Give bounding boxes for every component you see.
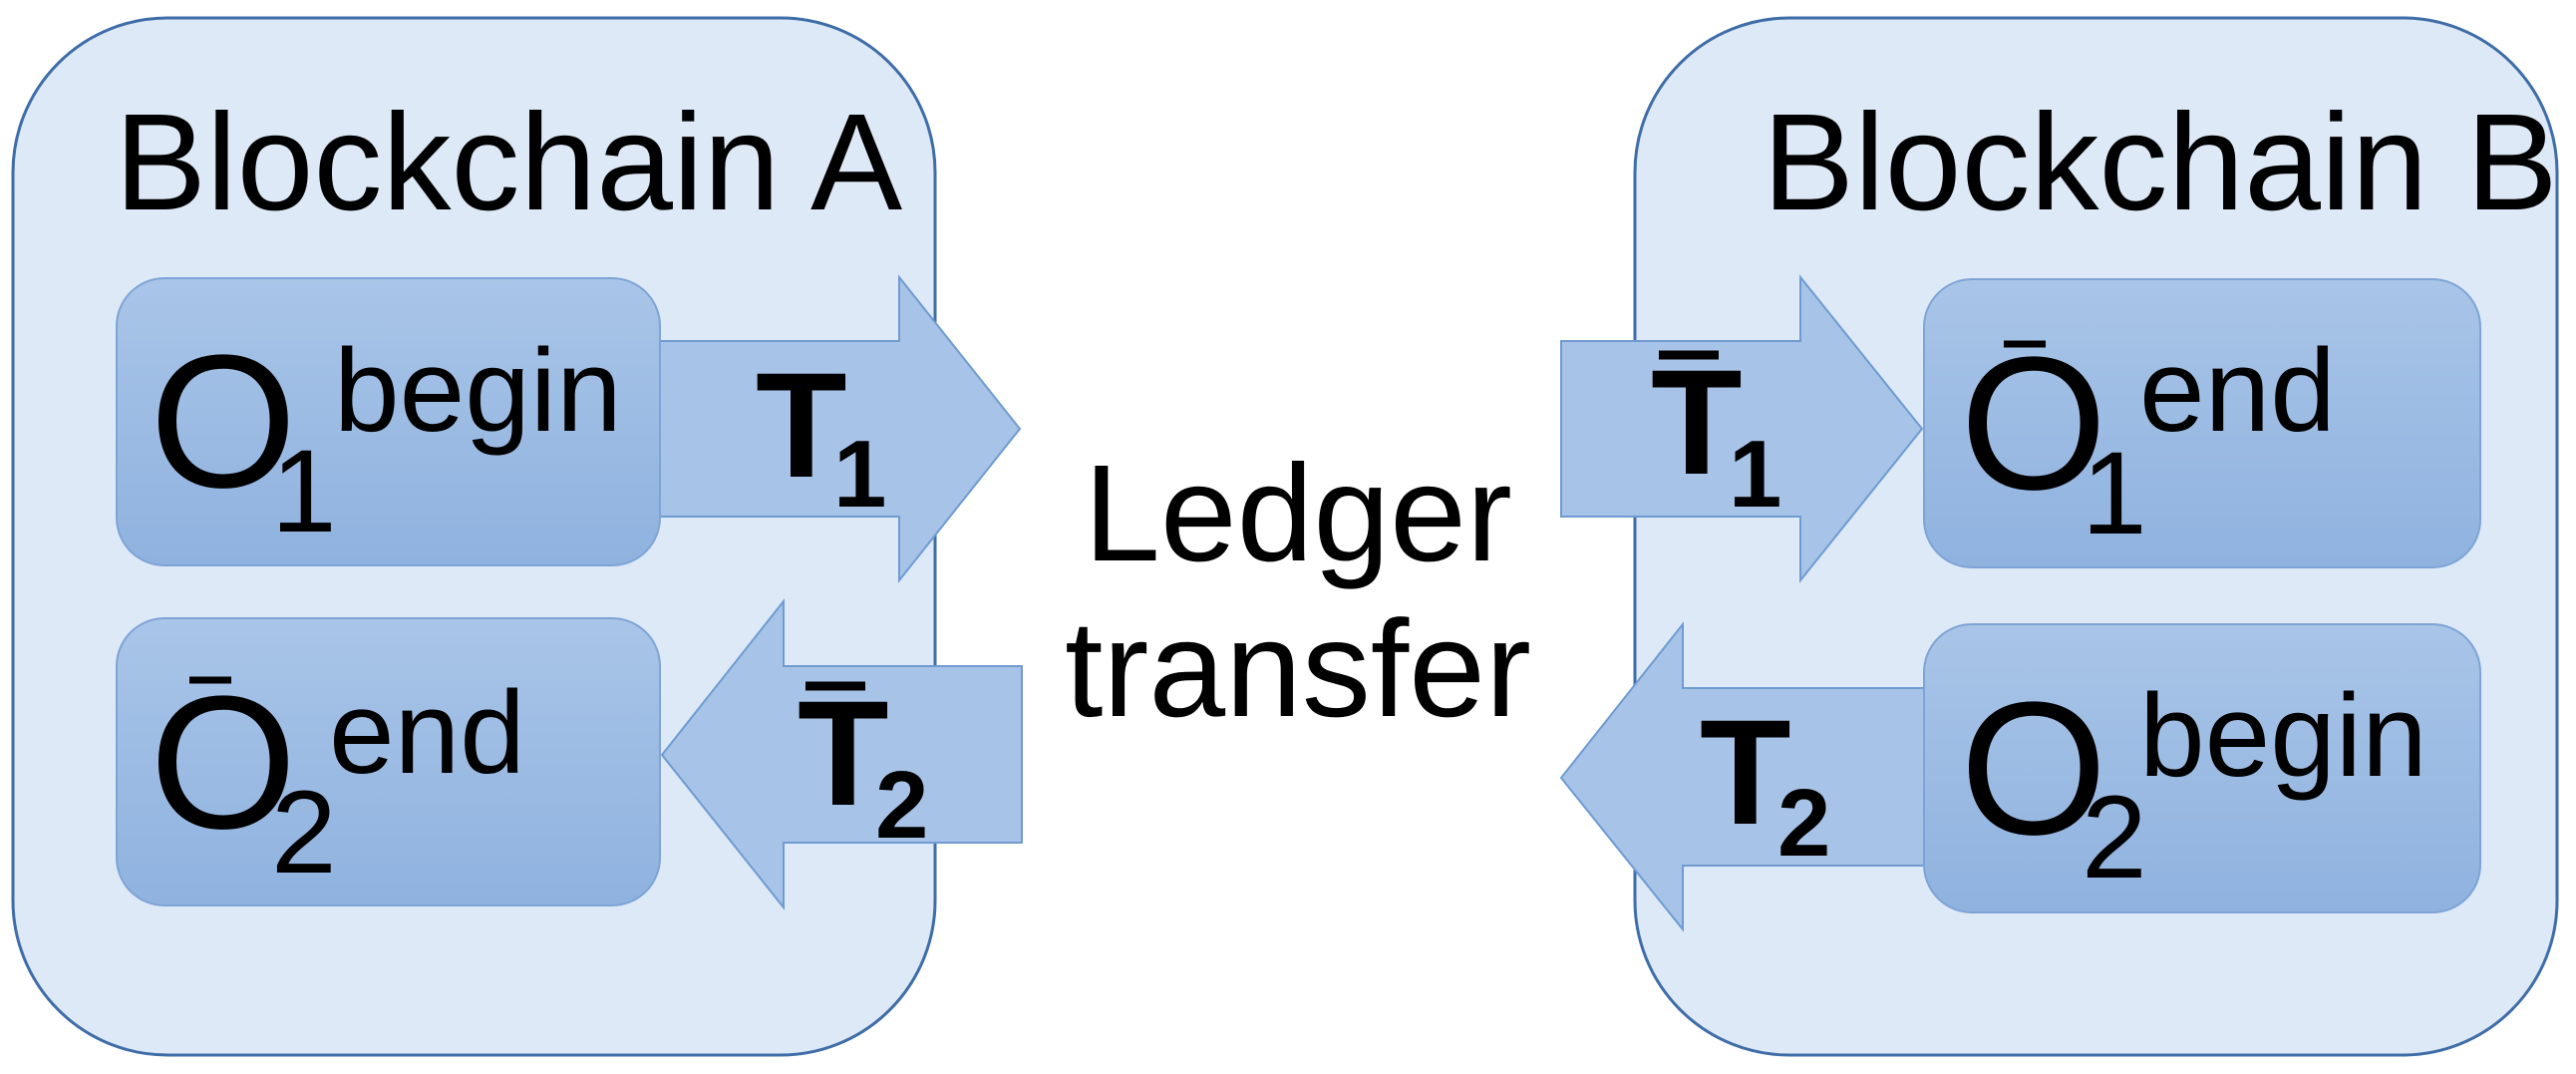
object-box <box>116 617 661 906</box>
arrow-b-out-label: T <box>1700 688 1791 856</box>
ledger-transfer-label: Ledger transfer <box>1065 437 1531 746</box>
arrow-b-in-label: T <box>1651 338 1743 506</box>
object-b-bottom-subscript: 2 <box>2082 772 2147 903</box>
arrow-a-in-label: T <box>798 669 889 837</box>
object-a-top-subscript: 1 <box>271 426 337 557</box>
arrow-a-out-subscript: 1 <box>833 421 886 528</box>
center-line-2: transfer <box>1065 592 1531 746</box>
object-box <box>1923 623 2481 913</box>
arrow-b-out-subscript: 2 <box>1777 770 1830 877</box>
object-b-bottom-base: O <box>1960 663 2107 875</box>
object-b-top-subscript: 1 <box>2082 428 2147 559</box>
arrow-left-shape <box>660 598 1023 910</box>
blockchain-a-title: Blockchain A <box>115 86 902 239</box>
object-a-bottom-subscript: 2 <box>271 767 337 898</box>
object-b-top: O 1 end <box>1923 278 2481 568</box>
object-a-bottom-superscript: end <box>329 667 525 799</box>
object-b-top-superscript: end <box>2139 325 2336 457</box>
object-a-bottom: O 2 end <box>116 617 661 906</box>
arrow-a-out: T 1 <box>597 274 1022 583</box>
arrow-b-in: T 1 <box>1560 274 1924 583</box>
arrow-b-out: T 2 <box>1559 621 1925 932</box>
blockchain-b-title: Blockchain B <box>1763 86 2558 239</box>
object-a-top-superscript: begin <box>334 325 622 457</box>
object-b-top-base: O <box>1960 318 2107 530</box>
arrow-a-out-label: T <box>756 341 847 509</box>
object-box <box>116 277 661 566</box>
object-b-bottom: O 2 begin <box>1923 623 2481 913</box>
arrow-a-in-subscript: 2 <box>875 752 928 859</box>
object-a-top: O 1 begin <box>116 277 661 566</box>
arrow-a-in: T 2 <box>660 598 1023 910</box>
object-a-bottom-base: O <box>150 657 297 869</box>
arrow-left-shape <box>1559 621 1925 932</box>
arrow-right-shape <box>1560 274 1924 583</box>
object-a-top-base: O <box>150 316 297 528</box>
center-line-1: Ledger <box>1084 437 1512 590</box>
arrow-b-in-subscript: 1 <box>1729 421 1781 528</box>
object-box <box>1923 278 2481 568</box>
object-b-bottom-superscript: begin <box>2139 670 2427 802</box>
